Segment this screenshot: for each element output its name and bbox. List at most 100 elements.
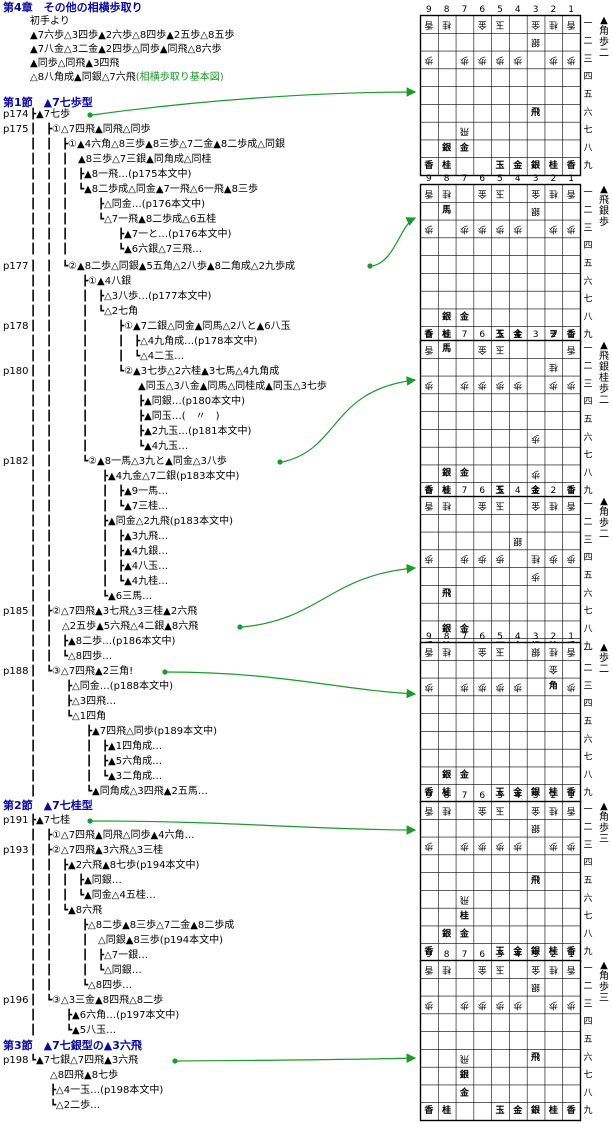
column-label: 6 <box>479 5 485 15</box>
row-label: 五 <box>583 1035 592 1045</box>
gote-piece: 金 <box>549 664 558 676</box>
move-line: ┃ ┃ ┃ ▲同玉△3八金▲同馬△同桂成▲同玉△3七歩 <box>30 381 327 392</box>
row-label: 二 <box>583 362 592 372</box>
sente-hand: ▲角歩三 <box>599 801 609 845</box>
column-label: 5 <box>497 5 503 15</box>
move-line: ┃ ┃ ┣△8二歩▲8三歩△7二金▲8二歩成 <box>30 920 235 931</box>
sente-piece: 金 <box>459 466 470 478</box>
gote-piece: 歩 <box>424 999 433 1011</box>
row-label: 九 <box>583 160 592 171</box>
sente-piece: 金 <box>459 927 470 939</box>
gote-piece: 香 <box>424 964 433 975</box>
move-line: ┣△4一玉…(p198本文中) <box>30 1085 164 1096</box>
page-ref: p198 <box>3 1055 29 1066</box>
move-line: ┃ ┃ ┃ ┣▲8一飛…(p175本文中) <box>30 169 192 180</box>
row-label: 九 <box>583 485 592 496</box>
gote-piece: 金 <box>478 500 487 512</box>
sente-piece: 香 <box>423 1104 434 1116</box>
column-label: 4 <box>515 486 521 496</box>
column-label: 6 <box>479 632 485 642</box>
column-label: 2 <box>550 330 556 340</box>
sente-piece: 飛 <box>530 1052 540 1063</box>
row-label: 一 <box>583 188 592 198</box>
gote-piece: 歩 <box>549 54 558 66</box>
chapter-title: 第4章 その他の相横歩取り <box>3 1 143 14</box>
column-label: 9 <box>426 791 432 801</box>
variation-tree: 第4章 その他の相横歩取り 初手より ▲7六歩△3四歩▲2六歩△8四歩▲2五歩△… <box>3 1 327 1112</box>
row-label: 六 <box>583 1051 592 1063</box>
row-label: 七 <box>583 294 592 305</box>
gote-piece: 歩 <box>495 681 504 693</box>
page-ref: p196 <box>3 995 29 1006</box>
row-label: 四 <box>583 397 592 407</box>
sente-piece: 玉 <box>495 160 504 171</box>
gote-piece: 香 <box>424 805 433 816</box>
sente-piece: 香 <box>423 786 434 798</box>
sente-piece: 玉 <box>495 787 504 798</box>
page-ref: p180 <box>3 366 29 377</box>
gote-piece: 玉 <box>495 500 504 511</box>
move-line: ┃ ┣①△7四飛▲同飛△同歩 <box>30 124 151 135</box>
sente-piece: 香 <box>566 1104 577 1116</box>
gote-piece: 歩 <box>495 553 504 565</box>
gote-piece: 金 <box>531 19 540 31</box>
sente-hand: ▲角歩二 <box>599 496 609 540</box>
link-arrow <box>87 87 417 118</box>
row-label: 四 <box>583 699 592 709</box>
gote-piece: 香 <box>567 500 576 511</box>
gote-piece: 桂 <box>549 805 558 817</box>
move-line: ┃ ┗③△3三金▲8四飛△8二歩 <box>30 995 164 1006</box>
row-label: 六 <box>583 587 592 599</box>
move-line: ┃ ┗▲5八玉… <box>30 1025 117 1036</box>
row-label: 二 <box>583 982 592 992</box>
column-label: 3 <box>533 791 539 801</box>
link-arrow <box>237 563 417 630</box>
gote-piece: 桂 <box>549 500 558 512</box>
sente-piece: 香 <box>423 484 434 496</box>
gote-piece: 歩 <box>531 571 540 583</box>
row-label: 三 <box>583 681 592 691</box>
gote-piece: 玉 <box>495 344 504 355</box>
row-label: 七 <box>583 125 592 136</box>
column-label: 2 <box>550 174 556 184</box>
move-line: ┃ ┃ ┃ ▲8三歩△7三銀▲同角成△同桂 <box>30 154 212 165</box>
sente-piece: 桂 <box>548 159 558 171</box>
sente-piece: 銀 <box>442 927 451 939</box>
column-label: 4 <box>515 5 521 15</box>
gote-piece: 銀 <box>531 646 540 658</box>
move-line: ┃ ┃ ┗△8四歩… <box>30 651 113 662</box>
gote-piece: 歩 <box>424 840 433 852</box>
sente-piece: 金 <box>512 945 523 957</box>
gote-piece: 香 <box>567 964 576 975</box>
gote-piece: 歩 <box>478 840 487 852</box>
gote-piece: 桂 <box>442 964 451 976</box>
gote-piece: 桂 <box>442 188 451 200</box>
column-label: 5 <box>497 950 503 960</box>
page-ref: p193 <box>3 845 29 856</box>
column-label: 7 <box>462 330 468 340</box>
gote-piece: 桂 <box>442 19 451 31</box>
column-label: 9 <box>426 632 432 642</box>
section-heading: 第1節 ▲7七歩型 <box>3 96 93 109</box>
row-label: 一 <box>583 646 592 656</box>
gote-piece: 歩 <box>567 223 576 235</box>
gote-piece: 歩 <box>531 433 540 445</box>
column-label: 2 <box>550 632 556 642</box>
gote-piece: 玉 <box>495 646 504 657</box>
gote-piece: 金 <box>478 19 487 31</box>
gote-piece: 金 <box>478 964 487 976</box>
row-label: 三 <box>583 999 592 1009</box>
move-line: ┃ ┃ ┃ ┣▲同銀… <box>30 875 122 886</box>
column-label: 2 <box>550 791 556 801</box>
column-label: 9 <box>426 330 432 340</box>
row-label: 四 <box>583 1017 592 1027</box>
row-label: 一 <box>583 19 592 29</box>
sente-piece: 桂 <box>548 786 558 798</box>
sente-piece: 銀 <box>442 622 451 634</box>
sente-piece: 金 <box>512 159 523 171</box>
gote-piece: 玉 <box>495 964 504 975</box>
row-label: 二 <box>583 206 592 216</box>
